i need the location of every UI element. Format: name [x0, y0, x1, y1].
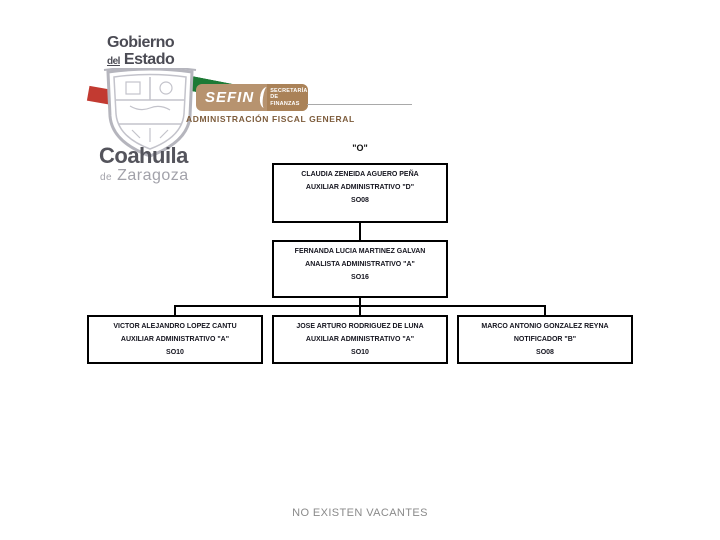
gobierno-line2: del Estado — [107, 51, 175, 70]
coahuila-coat-of-arms-icon — [103, 68, 197, 158]
connector-line — [359, 297, 361, 307]
secretaria-de-finanzas-label: SECRETARÍA DE FINANZAS — [267, 84, 308, 111]
parent-connector-label: "O" — [352, 143, 368, 153]
org-node-code: SO08 — [351, 197, 369, 204]
sefin-divider-icon — [258, 84, 267, 111]
org-node-code: SO10 — [351, 349, 369, 356]
org-node-title: AUXILIAR ADMINISTRATIVO "A" — [305, 336, 415, 343]
org-node-name: FERNANDA LUCIA MARTINEZ GALVAN — [294, 248, 426, 255]
coahuila-wordmark: Coahuila — [99, 143, 188, 168]
secretaria-line2: DE FINANZAS — [270, 94, 300, 107]
zaragoza-wordmark: de Zaragoza — [100, 167, 189, 185]
org-node-name: MARCO ANTONIO GONZALEZ REYNA — [481, 323, 609, 330]
zaragoza-text: Zaragoza — [117, 167, 189, 184]
org-node-name: CLAUDIA ZENEIDA AGUERO PEÑA — [301, 171, 419, 178]
org-node-name: VICTOR ALEJANDRO LOPEZ CANTU — [113, 323, 237, 330]
org-node-title: AUXILIAR ADMINISTRATIVO "A" — [120, 336, 230, 343]
org-node-code: SO16 — [351, 274, 369, 281]
sefin-logo: SEFIN SECRETARÍA DE FINANZAS — [196, 84, 308, 111]
org-node-fernanda-martinez: FERNANDA LUCIA MARTINEZ GALVAN ANALISTA … — [272, 240, 448, 298]
gobierno-estado: Estado — [123, 51, 175, 68]
no-vacancies-note: NO EXISTEN VACANTES — [292, 507, 428, 519]
connector-line — [359, 305, 361, 315]
org-node-title: AUXILIAR ADMINISTRATIVO "D" — [305, 184, 415, 191]
administracion-fiscal-general-label: ADMINISTRACIÓN FISCAL GENERAL — [186, 114, 355, 124]
connector-line — [174, 305, 176, 315]
org-node-name: JOSE ARTURO RODRIGUEZ DE LUNA — [296, 323, 424, 330]
connector-line — [359, 222, 361, 241]
org-node-code: SO10 — [166, 349, 184, 356]
secretaria-line1: SECRETARÍA — [270, 87, 308, 94]
connector-line — [544, 305, 546, 315]
org-node-title: NOTIFICADOR "B" — [513, 336, 577, 343]
gobierno-del-estado-wordmark: Gobierno del Estado — [107, 34, 175, 70]
org-node-claudia-aguero: CLAUDIA ZENEIDA AGUERO PEÑA AUXILIAR ADM… — [272, 163, 448, 223]
header-rule — [307, 104, 412, 105]
org-node-jose-rodriguez: JOSE ARTURO RODRIGUEZ DE LUNA AUXILIAR A… — [272, 315, 448, 364]
org-node-code: SO08 — [536, 349, 554, 356]
sefin-wordmark: SEFIN — [205, 89, 255, 106]
org-node-victor-lopez: VICTOR ALEJANDRO LOPEZ CANTU AUXILIAR AD… — [87, 315, 263, 364]
org-node-marco-gonzalez: MARCO ANTONIO GONZALEZ REYNA NOTIFICADOR… — [457, 315, 633, 364]
gobierno-line1: Gobierno — [107, 34, 175, 51]
org-node-title: ANALISTA ADMINISTRATIVO "A" — [305, 261, 415, 268]
gobierno-del: del — [107, 56, 120, 67]
zaragoza-de: de — [100, 172, 113, 183]
